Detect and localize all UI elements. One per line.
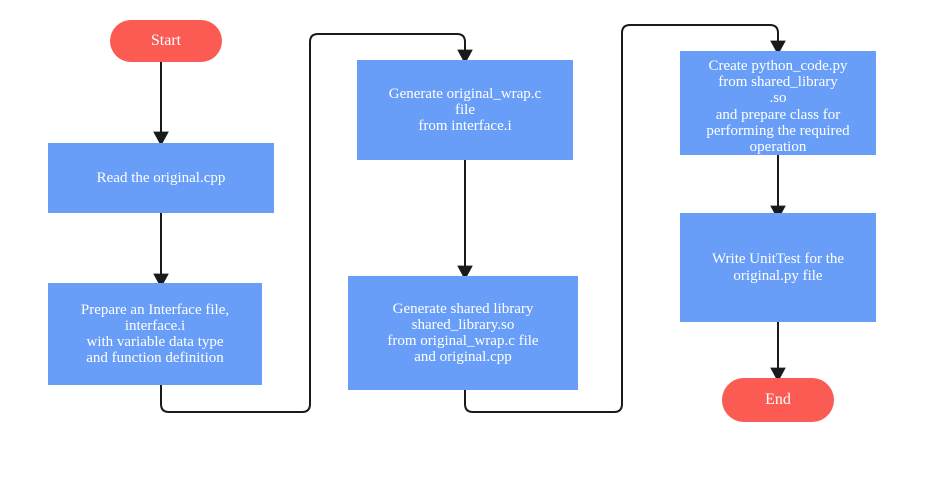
node-generate-wrap-label: Generate original_wrap.c file from inter… — [388, 85, 542, 135]
node-create-python-code[interactable]: Create python_code.py from shared_librar… — [680, 51, 876, 155]
node-start[interactable]: Start — [110, 20, 222, 62]
node-create-python-code-label: Create python_code.py from shared_librar… — [706, 58, 850, 155]
node-read-original-label: Read the original.cpp — [96, 169, 226, 186]
node-read-original[interactable]: Read the original.cpp — [48, 143, 274, 213]
node-prepare-interface-label: Prepare an Interface file, interface.i w… — [80, 301, 230, 367]
node-write-unittest-label: Write UnitTest for the original.py file — [711, 251, 845, 284]
node-prepare-interface[interactable]: Prepare an Interface file, interface.i w… — [48, 283, 262, 385]
node-generate-shared-library[interactable]: Generate shared library shared_library.s… — [348, 276, 578, 390]
node-end-label: End — [765, 391, 791, 409]
node-generate-wrap[interactable]: Generate original_wrap.c file from inter… — [357, 60, 573, 160]
node-end[interactable]: End — [722, 378, 834, 422]
node-start-label: Start — [150, 32, 182, 50]
node-write-unittest[interactable]: Write UnitTest for the original.py file — [680, 213, 876, 322]
node-generate-shared-library-label: Generate shared library shared_library.s… — [387, 300, 539, 366]
